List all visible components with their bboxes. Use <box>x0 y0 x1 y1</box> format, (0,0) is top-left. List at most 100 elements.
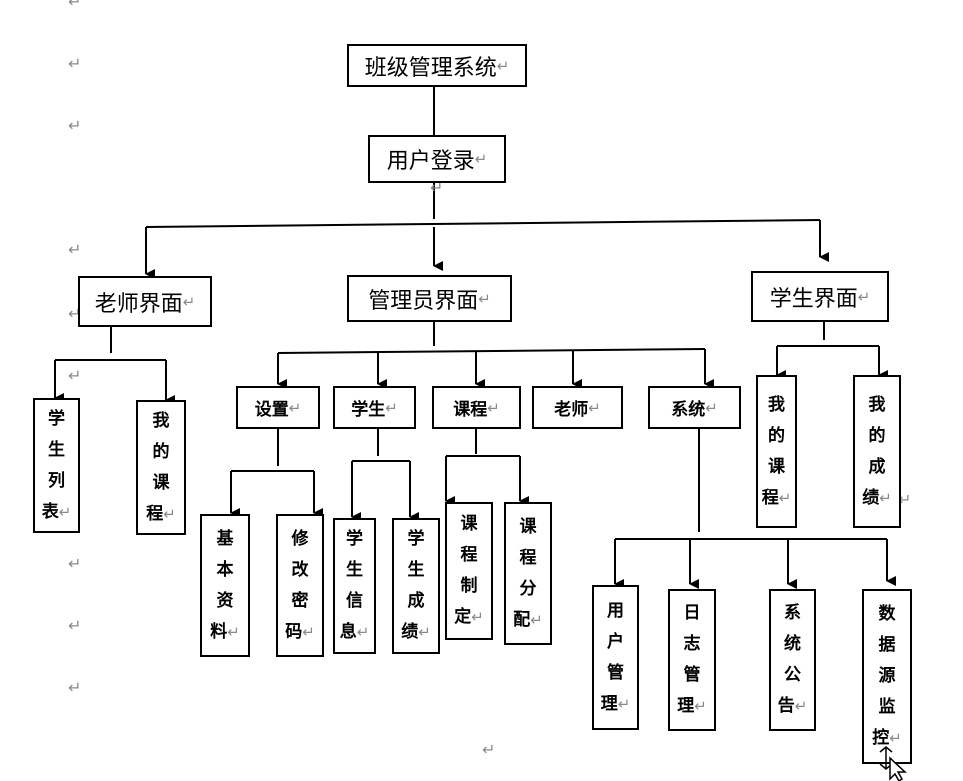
root-node: 班级管理系统↵ <box>347 44 527 87</box>
system-label: 系统 <box>671 400 706 420</box>
node-char: 生 <box>48 439 65 460</box>
system-log-management-node: 日志管理↵ <box>668 589 716 731</box>
node-char: 系 <box>784 603 801 623</box>
node-char: 监 <box>878 697 896 717</box>
node-char: 制 <box>460 576 478 596</box>
settings-change-password-node: 修改密码↵ <box>276 514 324 657</box>
admin-interface-node: 管理员界面↵ <box>347 275 512 322</box>
settings-label: 设置 <box>254 400 289 420</box>
node-char: 学 <box>346 529 363 549</box>
paragraph-mark: ↵ <box>889 729 902 747</box>
paragraph-mark: ↵ <box>879 488 892 507</box>
node-char: 生 <box>346 560 363 580</box>
node-char: 管 <box>683 665 701 685</box>
node-char: 日 <box>683 603 701 623</box>
node-char: 统 <box>784 634 801 654</box>
mouse-cursor-icon <box>879 746 907 781</box>
paragraph-mark: ↵ <box>588 398 601 417</box>
node-char: 理↵ <box>677 696 707 716</box>
student-label: 学生 <box>351 400 386 420</box>
node-char: 程↵ <box>146 503 176 524</box>
paragraph-mark: ↵ <box>227 622 240 641</box>
node-char: 成 <box>407 591 425 611</box>
teacher-student-list-node: 学生列表↵ <box>33 398 80 533</box>
node-char: 料↵ <box>210 621 240 642</box>
login-node: 用户登录↵ <box>368 135 506 183</box>
system-datasource-monitor-node: 数据源监控↵ <box>862 589 912 764</box>
paragraph-mark: ↵ <box>857 287 871 306</box>
node-char: 我 <box>152 410 170 431</box>
node-char: 源 <box>878 666 896 686</box>
paragraph-mark: ↵ <box>487 398 500 417</box>
system-announcement-node: 系统公告↵ <box>769 589 816 731</box>
node-char: 资 <box>216 590 234 611</box>
student-info-node: 学生信息↵ <box>333 518 376 654</box>
student-my-courses-node: 我的课程↵ <box>756 375 797 528</box>
node-char: 定↵ <box>454 607 484 627</box>
admin-settings-node: 设置↵ <box>236 386 320 429</box>
node-char: 绩↵ <box>862 487 892 508</box>
course-planning-node: 课程制定↵ <box>445 502 493 640</box>
student-interface-node: 学生界面↵ <box>751 271 889 322</box>
paragraph-mark: ↵ <box>474 150 488 168</box>
node-char: 我 <box>868 394 886 415</box>
paragraph-mark: ↵ <box>694 697 707 715</box>
node-char: 的 <box>152 441 170 462</box>
course-label: 课程 <box>453 400 488 420</box>
student-grades-node: 学生成绩↵ <box>392 518 440 654</box>
paragraph-mark: ↵ <box>778 488 792 507</box>
teacher-label: 老师 <box>554 400 589 420</box>
node-char: 列 <box>48 470 65 491</box>
node-char: 信 <box>346 591 363 611</box>
paragraph-mark: ↵ <box>68 366 82 385</box>
node-char: 程 <box>519 547 537 568</box>
paragraph-mark: ↵ <box>163 504 176 523</box>
paragraph-mark: ↵ <box>182 292 196 311</box>
node-char: 绩↵ <box>401 622 431 642</box>
node-char: 密 <box>291 590 309 611</box>
paragraph-mark: ↵ <box>418 623 431 641</box>
node-char: 志 <box>683 634 701 654</box>
root-label: 班级管理系统 <box>364 55 497 81</box>
paragraph-mark: ↵ <box>68 240 82 259</box>
node-char: 本 <box>216 559 234 580</box>
paragraph-mark: ↵ <box>356 623 370 641</box>
student-my-grades-node: 我的成绩↵ <box>853 375 901 528</box>
student-interface-label: 学生界面 <box>769 286 858 312</box>
node-char: 我 <box>768 394 785 415</box>
node-char: 课 <box>152 472 170 493</box>
node-char: 课 <box>519 516 537 537</box>
node-char: 数 <box>878 604 896 624</box>
node-char: 码↵ <box>285 621 315 642</box>
admin-system-node: 系统↵ <box>648 386 741 429</box>
node-char: 管 <box>607 662 624 683</box>
paragraph-mark: ↵ <box>705 398 718 417</box>
paragraph-mark: ↵ <box>68 554 82 573</box>
paragraph-mark: ↵ <box>385 398 398 417</box>
paragraph-mark: ↵ <box>68 54 82 73</box>
node-char: 控↵ <box>872 728 902 748</box>
paragraph-mark: ↵ <box>794 697 808 715</box>
admin-interface-label: 管理员界面 <box>368 288 479 314</box>
admin-teacher-node: 老师↵ <box>532 386 623 429</box>
node-char: 表↵ <box>41 501 72 522</box>
paragraph-mark: ↵ <box>530 610 543 629</box>
paragraph-mark: ↵ <box>478 289 491 308</box>
teacher-interface-node: 老师界面↵ <box>78 276 212 327</box>
node-char: 户 <box>607 631 624 652</box>
node-char: 学 <box>48 408 65 429</box>
node-char: 配↵ <box>513 609 543 630</box>
node-char: 的 <box>868 425 886 446</box>
node-char: 告↵ <box>777 696 808 716</box>
admin-student-node: 学生↵ <box>333 386 416 429</box>
teacher-my-courses-node: 我的课程↵ <box>136 400 186 535</box>
paragraph-mark: ↵ <box>482 740 496 759</box>
paragraph-mark: ↵ <box>68 116 82 135</box>
paragraph-mark: ↵ <box>68 678 82 697</box>
login-label: 用户登录 <box>386 149 475 174</box>
node-char: 公 <box>784 665 801 685</box>
node-char: 据 <box>878 635 896 655</box>
node-char: 程 <box>460 545 478 565</box>
admin-course-node: 课程↵ <box>432 386 521 429</box>
node-char: 改 <box>291 559 309 580</box>
